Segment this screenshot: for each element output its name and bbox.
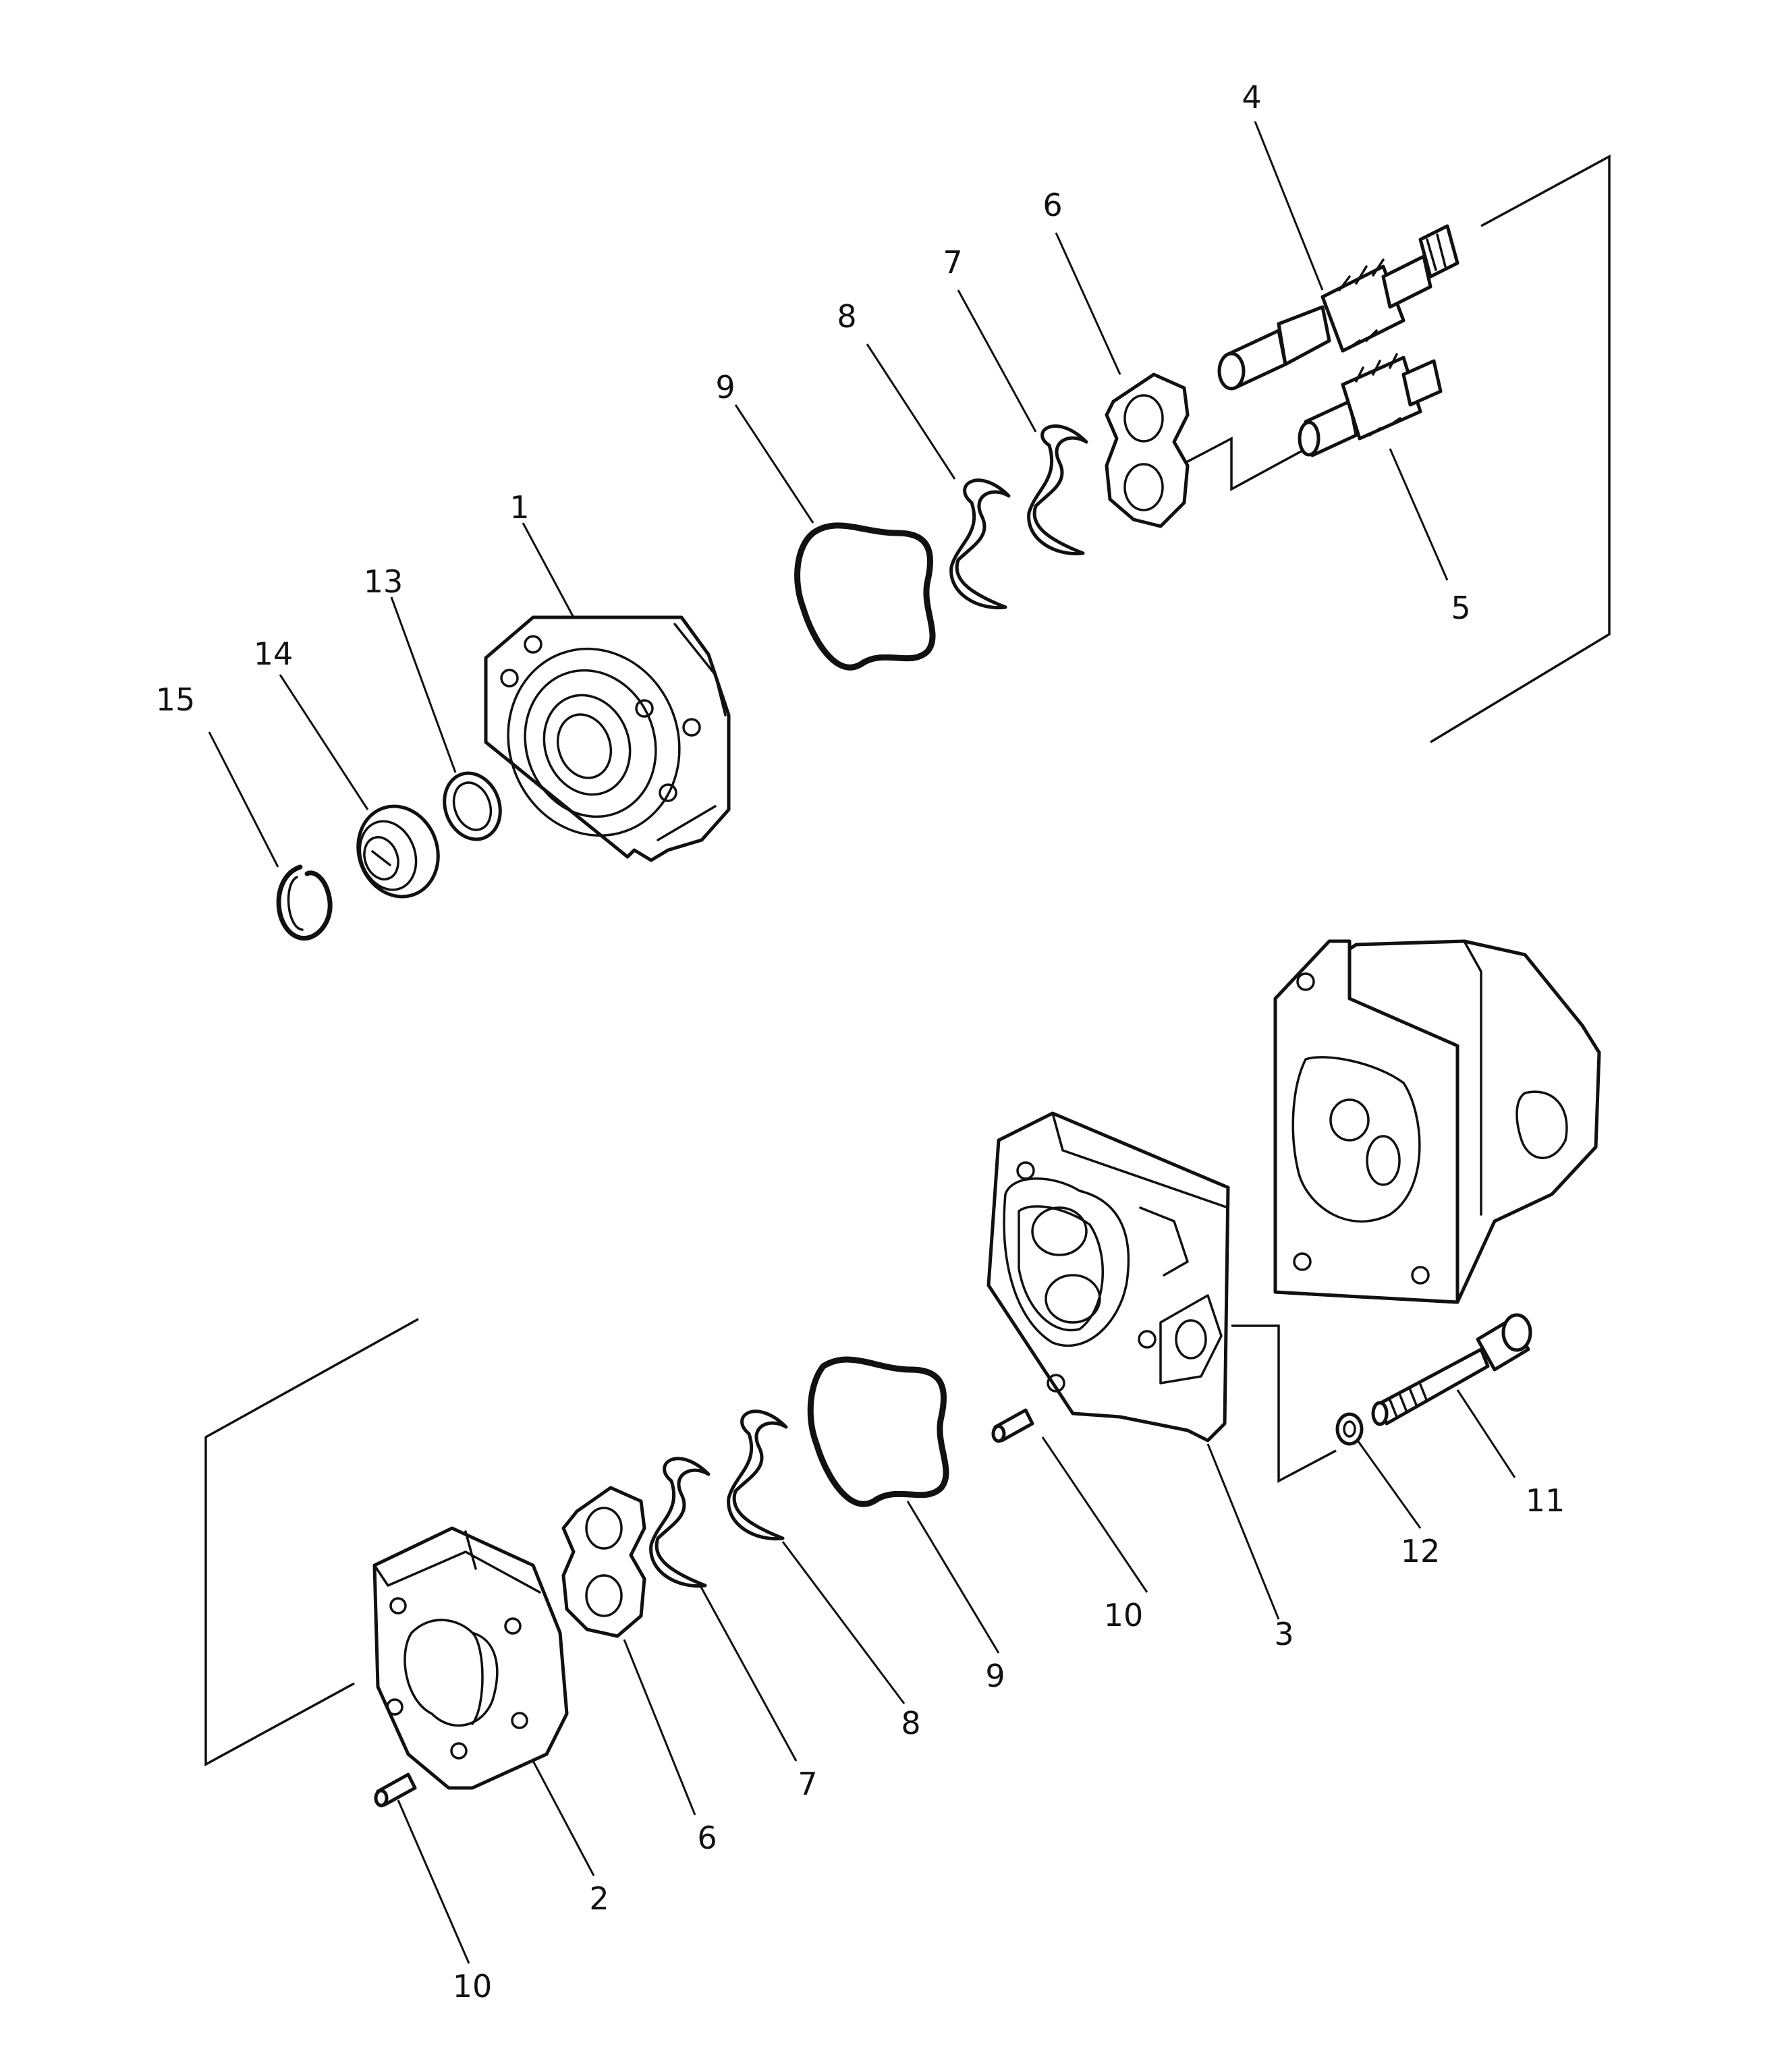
callout-15: 15	[156, 681, 196, 718]
seal-part-7-upper	[1027, 424, 1088, 556]
front-cover-part-1	[484, 615, 731, 862]
callout-1: 1	[509, 489, 529, 526]
callout-6-upper: 6	[1042, 187, 1062, 223]
callout-6-lower: 6	[697, 1820, 717, 1856]
seal-part-8-upper	[949, 478, 1011, 610]
seal-part-8-lower	[727, 1409, 788, 1541]
bearing-part-14	[356, 804, 440, 899]
gear-group-bracket	[1177, 437, 1303, 491]
dowel-pin-part-10-center	[991, 1408, 1034, 1443]
callout-9-lower: 9	[985, 1658, 1005, 1694]
callout-9-upper: 9	[715, 369, 735, 405]
callout-11: 11	[1526, 1482, 1565, 1519]
rear-cover-part-2	[372, 1526, 569, 1790]
callout-7-upper: 7	[943, 244, 962, 281]
snap-ring-part-15	[276, 864, 333, 941]
wear-plate-part-6-upper	[1105, 372, 1190, 528]
callout-14: 14	[254, 636, 294, 672]
drive-gear-shaft-part-4	[1217, 224, 1459, 391]
bolt-part-11	[1371, 1313, 1532, 1426]
driven-gear-part-5	[1298, 353, 1443, 457]
callout-8-lower: 8	[901, 1705, 920, 1741]
lower-assembly-bracket	[204, 1318, 419, 1766]
callout-2: 2	[589, 1880, 609, 1917]
dowel-pin-part-10-lower	[374, 1772, 417, 1808]
pump-body-housing	[1273, 939, 1601, 1304]
wear-plate-part-6-lower	[561, 1486, 646, 1638]
callout-13: 13	[364, 563, 404, 600]
callout-4: 4	[1242, 79, 1261, 115]
callout-7-lower: 7	[798, 1766, 817, 1802]
leader-lines	[208, 121, 1516, 1964]
gasket-part-9-lower	[807, 1356, 949, 1507]
gasket-part-9-upper	[794, 522, 936, 671]
seal-part-7-lower	[649, 1457, 711, 1588]
bolt-group-bracket	[1231, 1324, 1337, 1483]
washer-part-13	[443, 771, 502, 841]
callout-8-upper: 8	[837, 298, 856, 335]
upper-assembly-bracket	[1430, 155, 1611, 744]
washer-part-12	[1335, 1412, 1364, 1446]
callout-12: 12	[1401, 1533, 1441, 1569]
callout-3: 3	[1274, 1616, 1294, 1652]
callout-10-center: 10	[1104, 1597, 1144, 1633]
callout-10-lower: 10	[453, 1968, 493, 2005]
callout-5: 5	[1451, 590, 1470, 626]
gear-housing-part-3	[986, 1111, 1230, 1443]
